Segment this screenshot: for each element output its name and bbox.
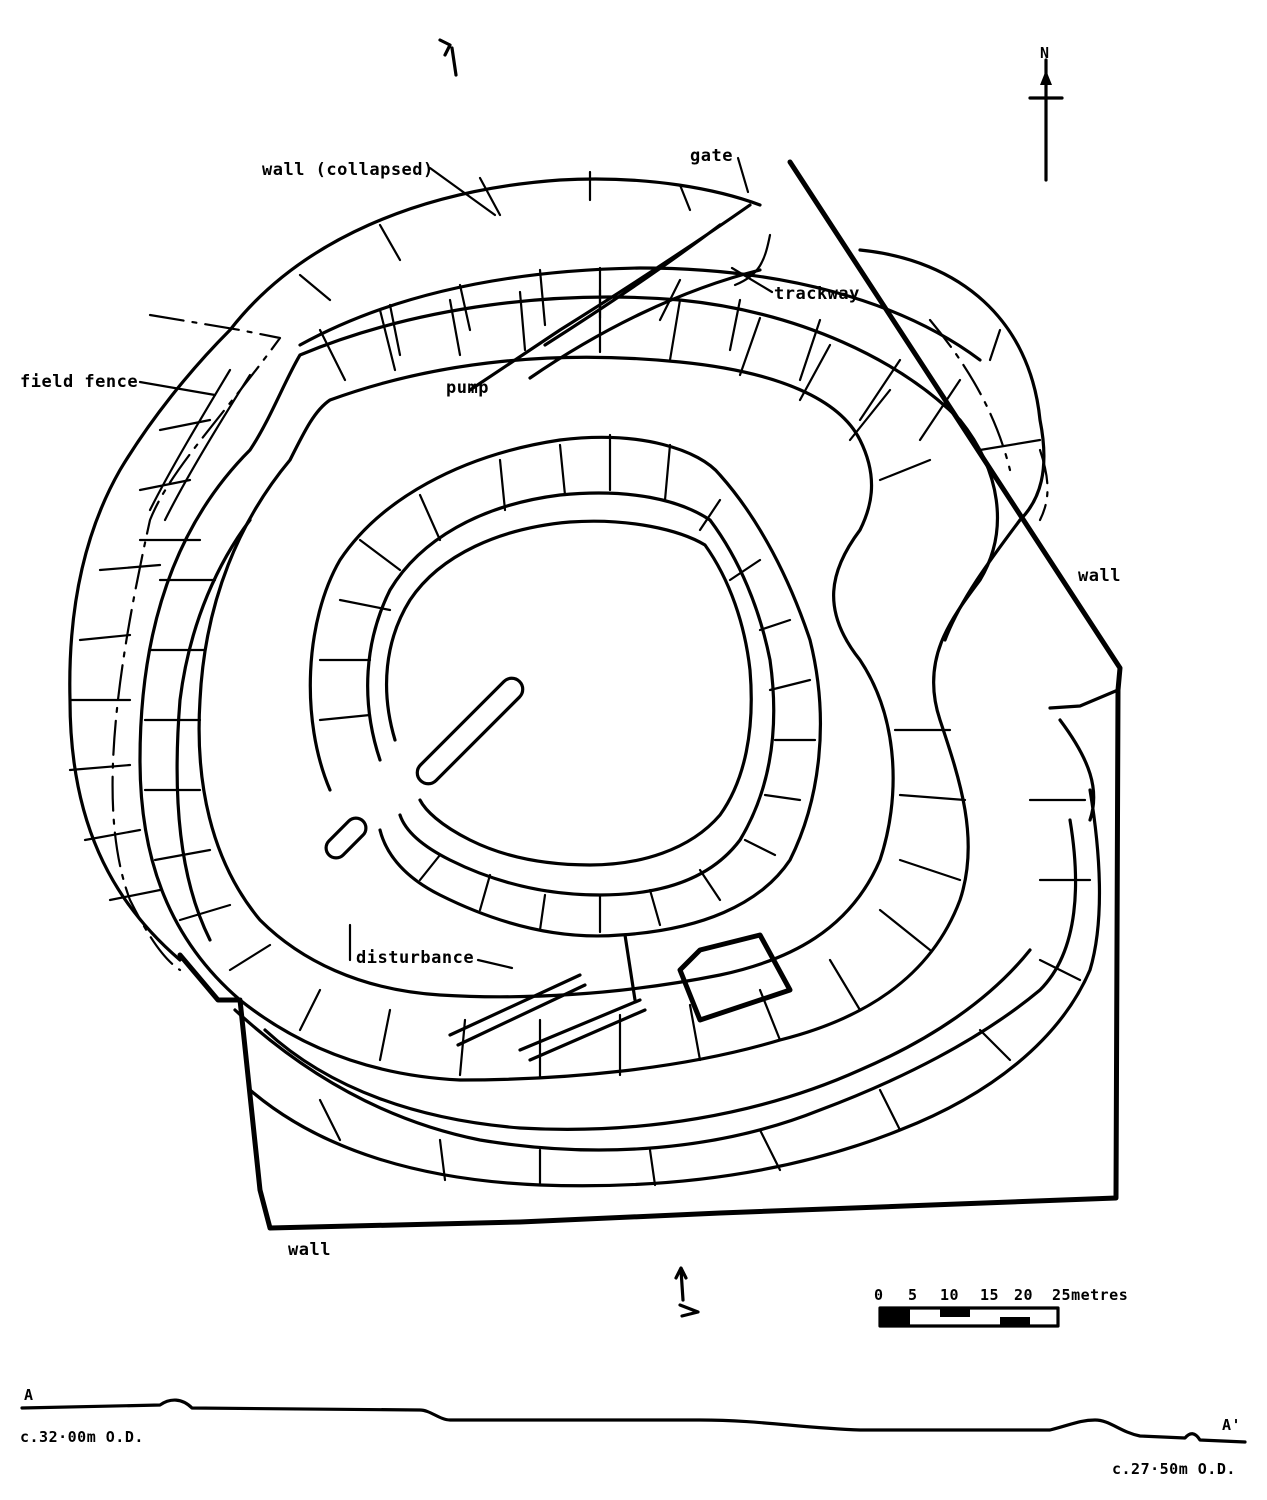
scale-unit: metres — [1071, 1286, 1129, 1304]
outer-bank-segments — [68, 170, 1042, 902]
outer-bank-east-dashed — [928, 318, 1049, 522]
scale-tick-15: 15 — [980, 1286, 1000, 1304]
scale-tick-25-number: 25 — [1052, 1286, 1072, 1304]
south-band-segments — [318, 798, 1092, 1187]
section-start-height: c.32·00m O.D. — [20, 1428, 144, 1446]
survey-marker-north — [438, 38, 458, 77]
pointer-disturbance — [476, 958, 514, 970]
pointer-gate — [736, 156, 750, 194]
disturbance-trench-2 — [518, 933, 647, 1062]
label-pump: pump — [446, 378, 489, 398]
label-wall-collapsed: wall (collapsed) — [262, 160, 434, 180]
scale-tick-20: 20 — [1014, 1286, 1034, 1304]
label-gate: gate — [690, 146, 733, 166]
disturbance-enclosure — [677, 932, 793, 1023]
pointer-field-fence — [138, 380, 217, 397]
section-profile — [20, 1398, 1247, 1444]
label-wall-south: wall — [288, 1240, 331, 1260]
inner-ring-segments — [318, 433, 817, 934]
main-bank-outer-edge — [138, 295, 999, 1082]
label-north: N — [1040, 44, 1050, 62]
outer-bank-inner-edge — [175, 266, 1022, 942]
label-field-fence: field fence — [20, 372, 139, 392]
scale-tick-25: 25metres — [1052, 1286, 1128, 1304]
section-end-label: A' — [1222, 1416, 1242, 1434]
disturbance-trench-1 — [448, 973, 587, 1047]
label-wall-east: wall — [1078, 566, 1121, 586]
survey-marker-south — [674, 1266, 700, 1318]
pointer-wall-collapsed — [428, 166, 497, 217]
south-outer-band-outer — [248, 718, 1102, 1188]
pointer-trackway — [730, 266, 774, 294]
field-fence-line — [111, 313, 282, 972]
central-long-feature — [415, 676, 525, 786]
scale-bar — [878, 1306, 1060, 1328]
section-end-height: c.27·50m O.D. — [1112, 1460, 1236, 1478]
inner-ring-inner-edge — [366, 491, 776, 897]
south-outer-band — [233, 818, 1078, 1152]
trackway-line — [468, 203, 762, 392]
scale-tick-5: 5 — [908, 1286, 918, 1304]
main-bank-inner-edge — [197, 355, 895, 999]
boundary-wall-east-stub — [1048, 688, 1120, 710]
main-bank-segments — [143, 288, 967, 1080]
outer-bank-outer-edge — [68, 177, 1046, 962]
west-bank-cut — [148, 368, 252, 522]
section-start-label: A — [24, 1386, 34, 1404]
scale-tick-10: 10 — [940, 1286, 960, 1304]
inner-ring-outer-edge — [308, 435, 822, 938]
trackway-branch — [733, 233, 772, 287]
north-arrow-icon — [1028, 58, 1064, 182]
inner-court-edge — [384, 519, 753, 867]
small-oval-feature — [324, 816, 368, 860]
boundary-wall — [177, 159, 1123, 1231]
label-disturbance: disturbance — [356, 948, 475, 968]
label-trackway: trackway — [774, 284, 860, 304]
scale-tick-0: 0 — [874, 1286, 884, 1304]
